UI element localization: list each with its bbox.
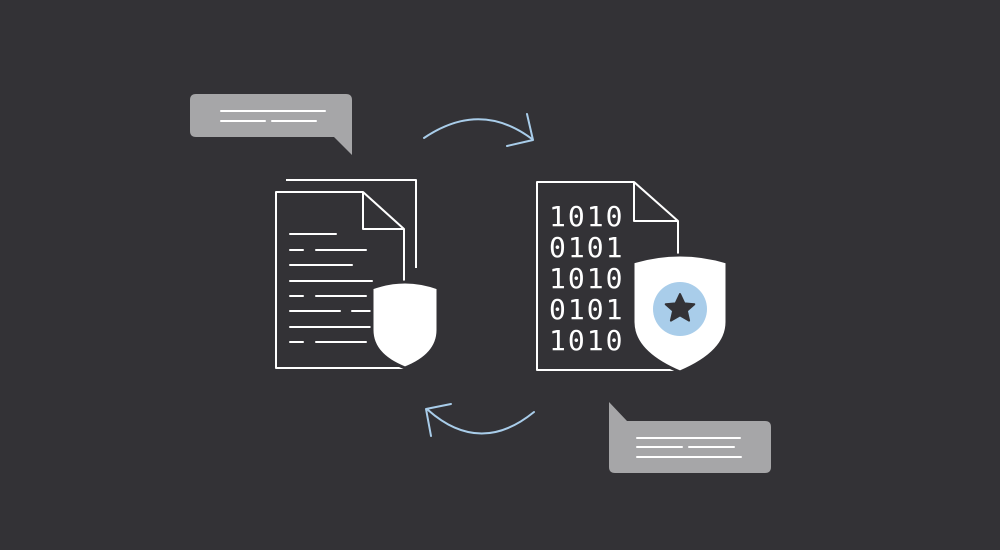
binary-row: 1010 [549,262,624,295]
binary-row: 1010 [549,200,624,233]
shield-icon [370,280,440,370]
binary-row: 0101 [549,293,624,326]
shield-star-icon [631,253,729,374]
star-icon [664,293,696,322]
arrow-left-curved-icon [425,403,535,437]
arrow-right-curved-icon [423,113,534,147]
bottom-speech-bubble-icon [609,402,771,473]
top-speech-bubble-icon [190,94,352,155]
binary-row: 1010 [549,324,624,357]
binary-row: 0101 [549,231,624,264]
